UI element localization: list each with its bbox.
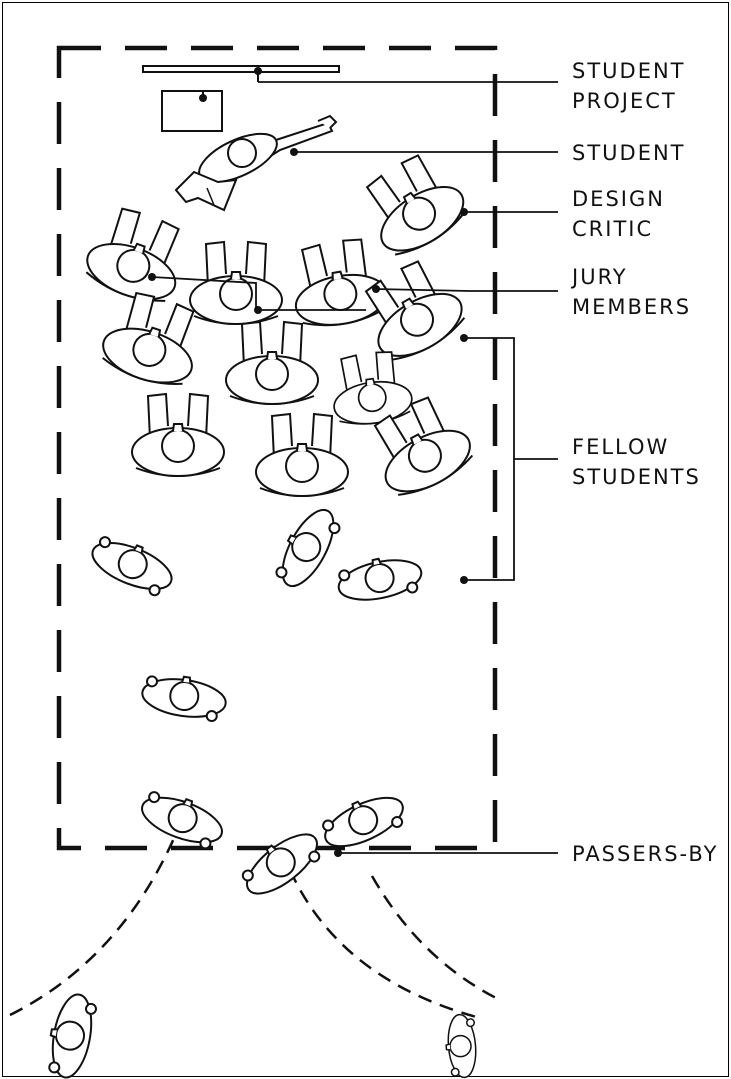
passer-by — [44, 991, 98, 1079]
student-label: STUDENT — [572, 141, 686, 165]
standing-student — [270, 501, 345, 594]
jury-member — [190, 242, 282, 324]
passers-by-paths — [10, 836, 500, 1018]
student-project-board — [143, 66, 339, 131]
design-critic-label-line2: CRITIC — [572, 217, 653, 241]
fellow-students-label-line2: STUDENTS — [572, 465, 701, 489]
passer-by-figures — [44, 785, 479, 1079]
standing-student — [335, 551, 425, 608]
passer-by — [236, 822, 327, 905]
passer-by — [136, 786, 229, 852]
standing-figures — [86, 501, 425, 723]
fellow-student — [132, 394, 224, 476]
fellow-student — [256, 414, 348, 496]
standing-student — [86, 531, 179, 600]
standing-student — [140, 671, 229, 722]
fellow-students-label-line1: FELLOW — [572, 435, 669, 459]
jury-members-label-line1: JURY — [570, 265, 628, 289]
fellow-student — [226, 322, 318, 404]
fellow-student — [327, 348, 414, 428]
student-project-label-line1: STUDENT — [572, 59, 686, 83]
design-critic-figure — [352, 145, 473, 263]
jury-member — [286, 235, 391, 332]
student-project-label-line2: PROJECT — [572, 89, 677, 113]
jury-members-label-line2: MEMBERS — [572, 295, 691, 319]
passer-by — [444, 1013, 479, 1078]
design-critic-label-line1: DESIGN — [572, 187, 665, 211]
passers-by-label: PASSERS-BY — [572, 842, 718, 866]
